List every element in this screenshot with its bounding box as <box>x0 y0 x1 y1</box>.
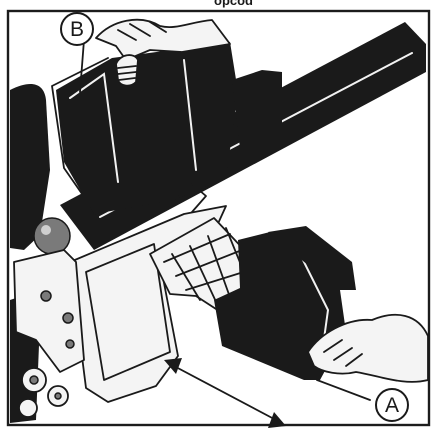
screw-2 <box>63 313 73 323</box>
upper-container <box>56 42 238 214</box>
callout-a-leader <box>317 380 370 400</box>
screw-3 <box>66 340 74 348</box>
callout-a: A <box>376 389 408 421</box>
rear-panel <box>232 70 282 148</box>
knob-highlight <box>41 225 51 235</box>
top-caption-fragment: opcod <box>214 0 253 8</box>
knob <box>34 218 70 254</box>
motion-arrow <box>164 358 286 428</box>
gear-1-hub <box>30 376 38 384</box>
callout-b: B <box>61 13 93 45</box>
screw-1 <box>41 291 51 301</box>
gear-3 <box>19 399 37 417</box>
callout-a-label: A <box>385 394 399 417</box>
small-spring <box>116 55 138 86</box>
gear-2-hub <box>55 393 61 399</box>
callout-b-label: B <box>70 18 84 41</box>
